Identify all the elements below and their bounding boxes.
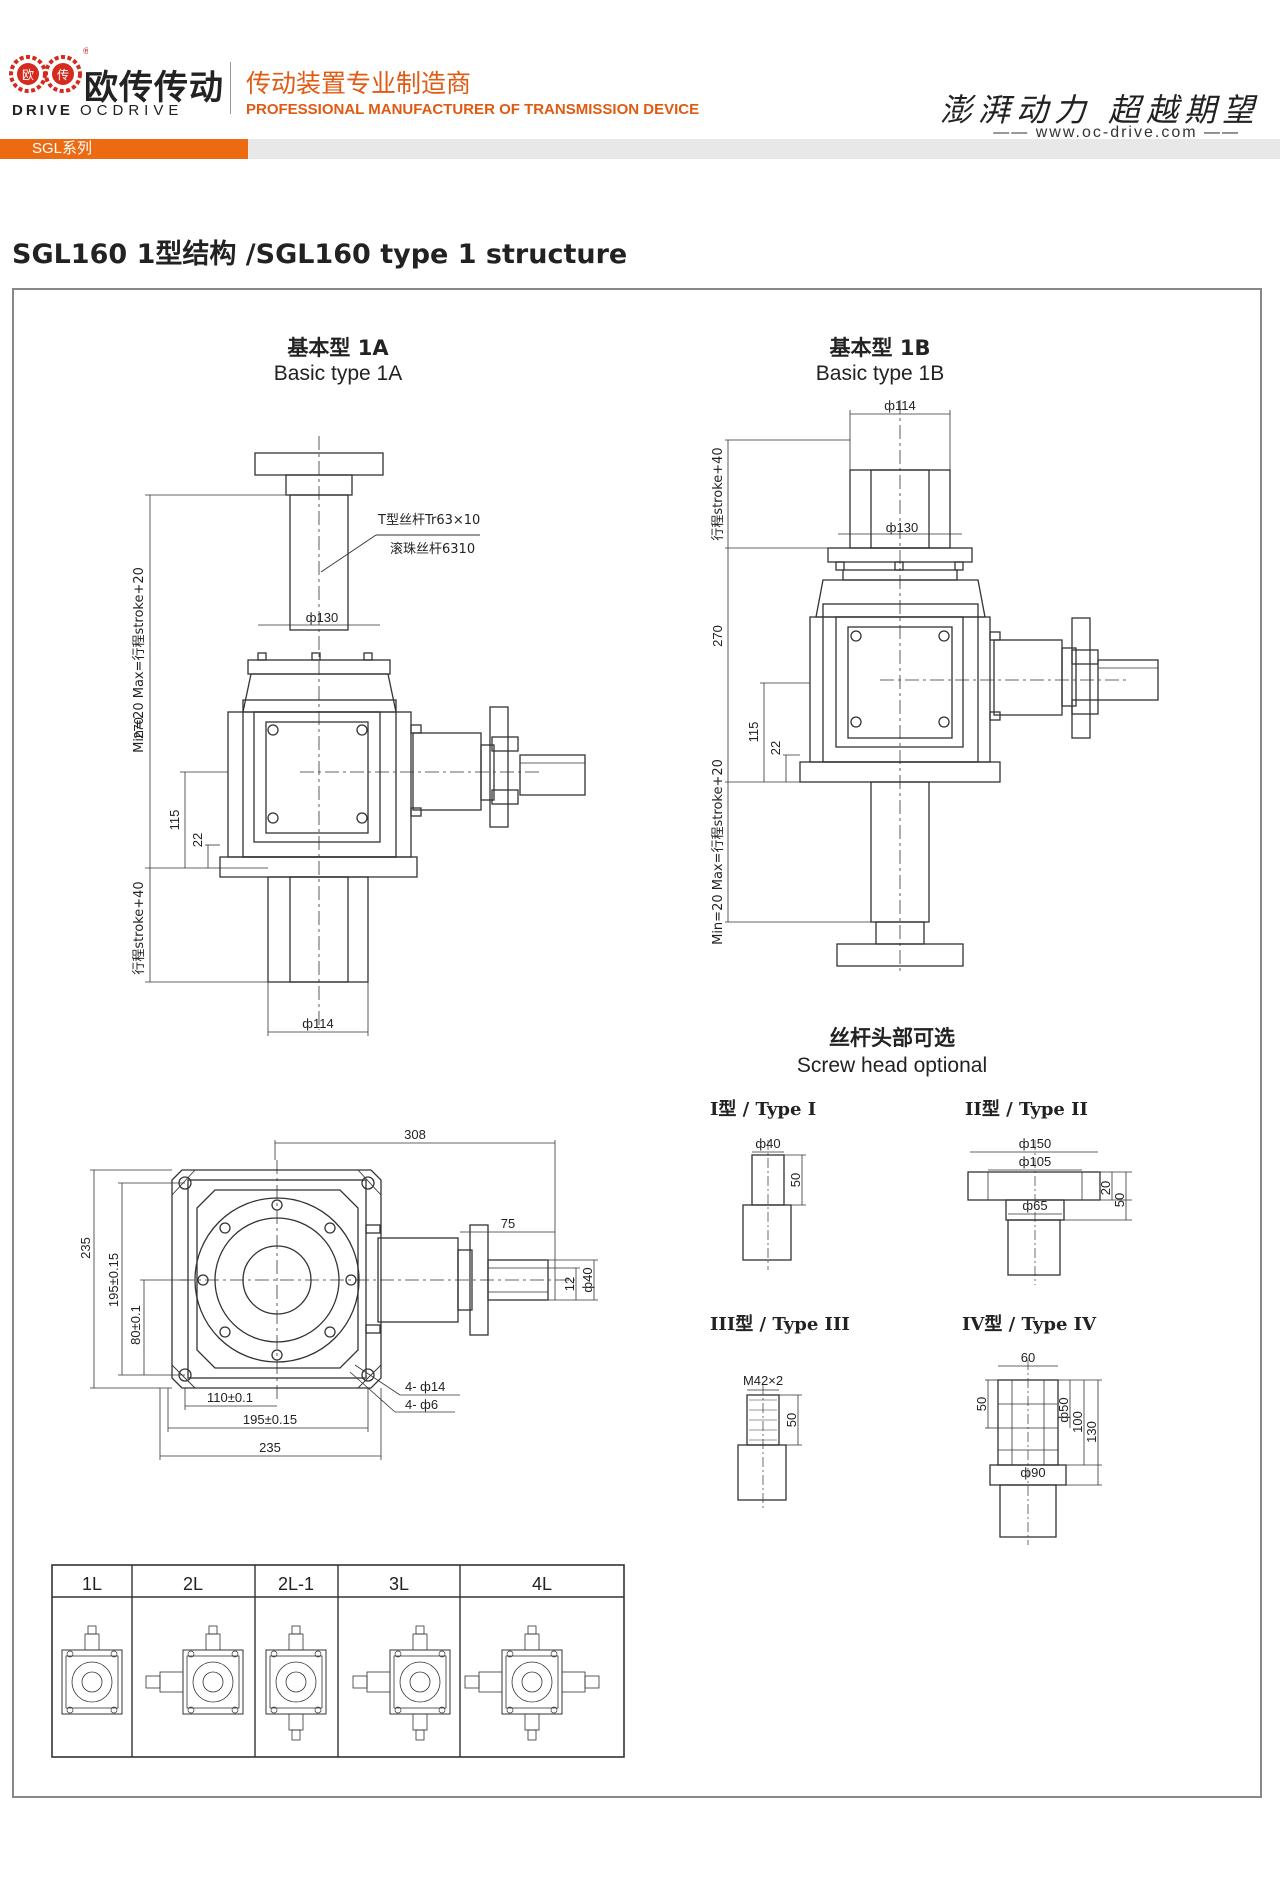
type-1b-dim-115: 115 <box>746 722 761 743</box>
basic-type-1a: 基本型 1A Basic type 1A T型丝杆Tr63×10 滚珠丝杆631… <box>131 336 586 1036</box>
section-title: SGL160 1型结构 /SGL160 type 1 structure <box>12 239 628 270</box>
type-1a-dim-270: 270 <box>131 717 146 739</box>
type-iv-dim-phi50: ф50 <box>1056 1397 1071 1422</box>
brand-en-a: DRIVE <box>12 102 73 119</box>
type-ii-label: II型 / Type II <box>965 1098 1088 1120</box>
type-1b-title-en: Basic type 1B <box>816 362 944 385</box>
table-header-2l: 2L <box>183 1574 203 1594</box>
type-1b-dim-stroke-upper: 行程stroke+40 <box>711 447 726 540</box>
type-iv-label: IV型 / Type IV <box>962 1313 1097 1335</box>
config-2l-diagram <box>145 1625 244 1715</box>
type-iii-dim-50: 50 <box>784 1413 799 1427</box>
svg-text:欧: 欧 <box>22 68 34 82</box>
type-1a-dim-130: ф130 <box>306 610 338 625</box>
header-bar <box>0 139 1280 159</box>
plan-view: 308 75 12 ф40 <box>78 1127 598 1460</box>
plan-dim-195-v: 195±0.15 <box>106 1253 121 1307</box>
type-1a-screw-note-1: T型丝杆Tr63×10 <box>377 513 480 528</box>
series-tab: SGL系列 <box>32 140 93 157</box>
type-1b-dim-114: ф114 <box>884 398 915 413</box>
type-ii-dim-50: 50 <box>1112 1193 1127 1207</box>
config-2l-1-diagram <box>265 1625 327 1741</box>
svg-text:传: 传 <box>57 67 69 82</box>
screw-head-title-cn: 丝杆头部可选 <box>829 1026 955 1050</box>
type-1a-dim-115: 115 <box>167 810 182 831</box>
type-1a-dim-stroke-upper: Min=20 Max=行程stroke+20 <box>132 567 147 753</box>
type-ii-dim-65: ф65 <box>1022 1198 1047 1213</box>
page-header: 欧 传 ® 欧传传动 DRIVE OCDRIVE 传动装置专业制造商 PROFE… <box>0 0 1280 160</box>
plan-dim-235-v: 235 <box>78 1237 93 1259</box>
type-1b-dim-22: 22 <box>768 741 783 755</box>
type-1a-screw-note-2: 滚珠丝杆6310 <box>390 541 475 557</box>
screw-head-options: 丝杆头部可选 Screw head optional I型 / Type I ф… <box>710 1026 1132 1545</box>
type-i-dim-50: 50 <box>788 1173 803 1187</box>
table-header-1l: 1L <box>82 1574 102 1594</box>
type-iv-dim-50: 50 <box>974 1397 989 1411</box>
brand-en-b: OCDRIVE <box>80 102 184 119</box>
plan-dim-75: 75 <box>501 1216 515 1231</box>
type-1b-dim-130: ф130 <box>886 520 918 535</box>
type-iv-dim-100: 100 <box>1070 1411 1085 1433</box>
drawing-frame <box>12 288 1262 1798</box>
plan-dim-110: 110±0.1 <box>207 1390 253 1405</box>
screw-head-title-en: Screw head optional <box>797 1054 987 1077</box>
config-1l-diagram <box>61 1625 123 1715</box>
svg-text:®: ® <box>82 47 88 57</box>
plan-hole-6: 4- ф6 <box>405 1397 438 1412</box>
plan-dim-308: 308 <box>404 1127 426 1142</box>
type-iv-dim-60: 60 <box>1021 1350 1035 1365</box>
plan-dim-40: ф40 <box>580 1267 595 1292</box>
header-divider <box>230 62 231 114</box>
basic-type-1b: 基本型 1B Basic type 1B ф114 ф130 <box>710 336 1159 975</box>
company-logo: 欧 传 ® <box>9 47 88 93</box>
type-i-label: I型 / Type I <box>710 1098 816 1120</box>
type-1a-title-en: Basic type 1A <box>274 362 402 385</box>
config-table: 1L 2L 2L-1 3L 4L <box>51 1564 625 1758</box>
type-1b-dim-stroke-lower: Min=20 Max=行程stroke+20 <box>711 759 726 945</box>
plan-dim-235-h: 235 <box>259 1440 281 1455</box>
website: —— www.oc-drive.com —— <box>993 124 1240 141</box>
slogan: 澎湃动力 超越期望 <box>939 91 1260 129</box>
brand-name-en: DRIVE OCDRIVE <box>12 102 183 119</box>
table-header-4l: 4L <box>532 1574 552 1594</box>
type-iv-dim-130: 130 <box>1084 1421 1099 1443</box>
table-header-2l-1: 2L-1 <box>278 1574 314 1594</box>
type-iii-label: III型 / Type III <box>710 1313 850 1335</box>
tagline-en: PROFESSIONAL MANUFACTURER OF TRANSMISSIO… <box>246 101 700 118</box>
series-tab-bg <box>0 139 248 159</box>
table-header-3l: 3L <box>389 1574 409 1594</box>
config-4l-diagram <box>464 1625 600 1741</box>
plan-hole-14: 4- ф14 <box>405 1379 445 1394</box>
type-1a-dim-22: 22 <box>190 833 205 847</box>
type-ii-dim-20: 20 <box>1098 1181 1113 1195</box>
tagline-cn: 传动装置专业制造商 <box>246 69 472 98</box>
type-1a-dim-114: ф114 <box>302 1016 333 1031</box>
plan-dim-195-h: 195±0.15 <box>243 1412 297 1427</box>
type-1a-dim-stroke-lower: 行程stroke+40 <box>132 881 147 974</box>
plan-dim-80: 80±0.1 <box>128 1305 143 1345</box>
brand-name-cn: 欧传传动 <box>84 68 224 108</box>
plan-dim-12: 12 <box>562 1277 577 1291</box>
website-url: www.oc-drive.com <box>1035 124 1198 141</box>
type-iv-dim-90: ф90 <box>1020 1465 1045 1480</box>
type-1a-title-cn: 基本型 1A <box>287 336 389 360</box>
type-1b-title-cn: 基本型 1B <box>830 336 931 360</box>
config-3l-diagram <box>352 1625 451 1741</box>
type-iii-dim-m42: M42×2 <box>743 1373 783 1388</box>
type-1b-dim-270: 270 <box>710 625 725 647</box>
